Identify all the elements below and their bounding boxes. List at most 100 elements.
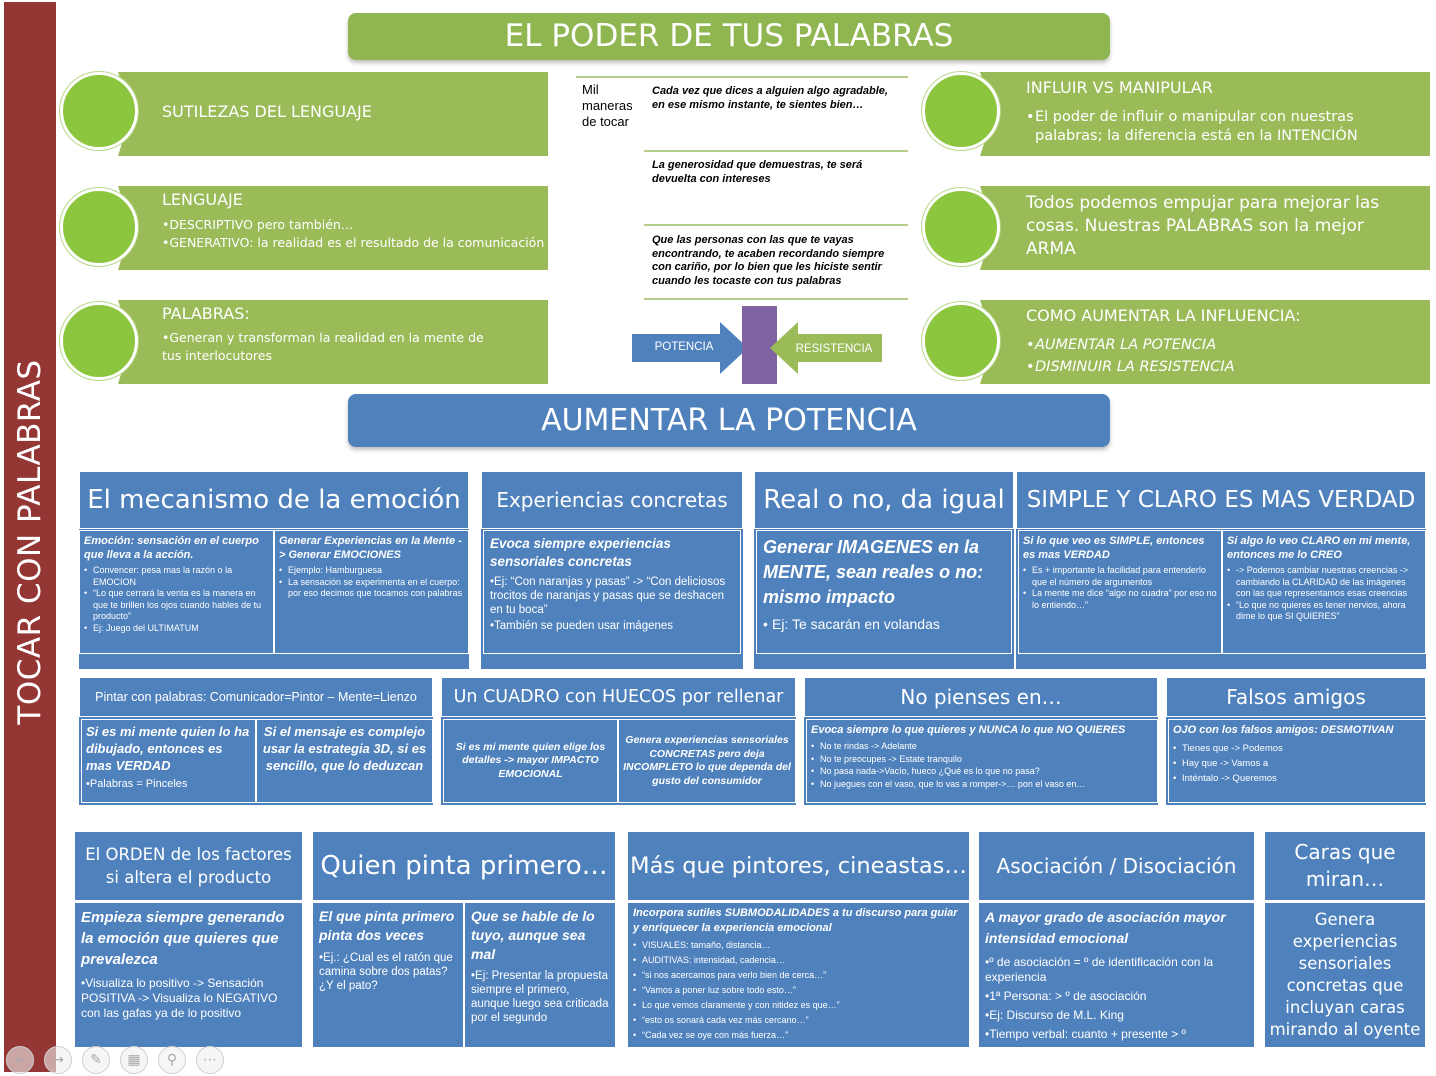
card-head: Evoca siempre experiencias sensoriales c… xyxy=(490,536,671,569)
left-item-bullet: •DESCRIPTIVO pero también… xyxy=(162,217,354,232)
resistencia-arrow xyxy=(770,322,882,374)
bullet-list: Tienes que -> Podemos Hay que -> Vamos a… xyxy=(1173,741,1421,786)
column-head: Emoción: sensación en el cuerpo que llev… xyxy=(84,535,259,561)
card-title: El mecanismo de la emoción xyxy=(79,471,469,529)
card-real: Real o no, da igual Generar IMAGENES en … xyxy=(754,471,1014,669)
card-orden-title: El ORDEN de los factores si altera el pr… xyxy=(74,831,303,901)
right-item-title: COMO AUMENTAR LA INFLUENCIA: xyxy=(1026,306,1301,325)
right-item-text: Todos podemos empujar para mejorar las c… xyxy=(1026,193,1380,259)
bullet: •1ª Persona: > º de asociación xyxy=(985,989,1147,1003)
bullet: Hay que -> Vamos a xyxy=(1173,756,1421,771)
bullet: “Lo que no quieres es tener nervios, aho… xyxy=(1227,600,1421,623)
card-body: Evoca siempre lo que quieres y NUNCA lo … xyxy=(806,719,1158,803)
quote-2: La generosidad que demuestras, te será d… xyxy=(652,159,863,185)
right-item-title: INFLUIR VS MANIPULAR xyxy=(1026,78,1213,97)
card-head: Generar IMAGENES en la MENTE, sean reale… xyxy=(763,537,984,607)
card-column: Si es mi mente quien lo ha dibujado, ent… xyxy=(81,719,256,803)
bullet: Lo que vemos claramente y con nitidez es… xyxy=(633,998,964,1013)
bullet: Ejemplo: Hamburguesa xyxy=(279,565,464,577)
card-column: Genera experiencias sensoriales CONCRETA… xyxy=(618,719,796,803)
right-item-bullet-text: DISMINUIR LA RESISTENCIA xyxy=(1026,358,1416,377)
quote-divider xyxy=(644,150,908,152)
force-diagram xyxy=(632,306,882,384)
column-text: Genera experiencias sensoriales CONCRETA… xyxy=(623,734,791,787)
bullet: No juegues con el vaso, que lo vas a rom… xyxy=(811,778,1153,791)
forward-icon[interactable]: → xyxy=(44,1046,72,1074)
card-head: A mayor grado de asociación mayor intens… xyxy=(985,909,1226,946)
column-text: Si es mi mente quien elige los detalles … xyxy=(455,740,606,780)
sidebar: TOCAR CON PALABRAS xyxy=(4,2,56,1072)
zoom-icon[interactable]: ⚲ xyxy=(158,1046,186,1074)
bullet: Ej: Juego del ULTIMATUM xyxy=(84,623,269,635)
bullet: No te preocupes -> Estate tranquilo xyxy=(811,753,1153,766)
card-title: Real o no, da igual xyxy=(754,471,1014,529)
right-item-influir: INFLUIR VS MANIPULAR El poder de influir… xyxy=(980,72,1430,156)
card-column: Generar Experiencias en la Mente -> Gene… xyxy=(274,530,469,654)
card-head: Incorpora sutiles SUBMODALIDADES a tu di… xyxy=(633,907,958,934)
card-title: El ORDEN de los factores si altera el pr… xyxy=(74,831,303,901)
potencia-arrow xyxy=(632,322,748,374)
card-quien-title: Quien pinta primero… xyxy=(312,831,616,901)
bullet: •Ej.: ¿Cual es el ratón que camina sobre… xyxy=(319,952,453,992)
left-circle-1 xyxy=(60,72,138,150)
card-falsos: Falsos amigos OJO con los falsos amigos:… xyxy=(1166,677,1426,805)
bullet: Inténtalo -> Queremos xyxy=(1173,771,1421,786)
slides-icon[interactable]: ▦ xyxy=(120,1046,148,1074)
card-mecanismo: El mecanismo de la emoción Emoción: sens… xyxy=(79,471,469,669)
bullet: •Visualiza lo positivo -> Sensación POSI… xyxy=(81,976,278,1020)
card-cuadro: Un CUADRO con HUECOS por rellenar Si es … xyxy=(441,677,796,805)
resistencia-label: RESISTENCIA xyxy=(795,343,873,355)
card-body: OJO con los falsos amigos: DESMOTIVAN Ti… xyxy=(1168,719,1426,803)
bullet: Convencer: pesa mas la razón o la EMOCIO… xyxy=(84,565,269,588)
right-item-como: COMO AUMENTAR LA INFLUENCIA: AUMENTAR LA… xyxy=(980,300,1430,384)
column-head: Si lo que veo es SIMPLE, entonces es mas… xyxy=(1023,535,1205,561)
card-title: Pintar con palabras: Comunicador=Pintor … xyxy=(79,677,433,717)
left-item-sutilezas: SUTILEZAS DEL LENGUAJE xyxy=(118,72,548,156)
right-circle-2 xyxy=(922,188,1000,266)
card-head: OJO con los falsos amigos: DESMOTIVAN xyxy=(1173,724,1394,736)
card-body: Generar IMAGENES en la MENTE, sean reale… xyxy=(756,530,1012,654)
right-item-empujar: Todos podemos empujar para mejorar las c… xyxy=(980,186,1430,270)
bullet-list: VISUALES: tamaño, distancia… AUDITIVAS: … xyxy=(633,938,964,1043)
bullet: No pasa nada->Vacío, hueco ¿Qué es lo qu… xyxy=(811,765,1153,778)
card-column: Que se hable de lo tuyo, aunque sea mal … xyxy=(464,902,616,1048)
bullet: •Palabras = Pinceles xyxy=(86,778,188,790)
card-column: Si es mi mente quien elige los detalles … xyxy=(443,719,618,803)
right-item-bullet-text: El poder de influir o manipular con nues… xyxy=(1026,108,1416,146)
bullet: No te rindas -> Adelante xyxy=(811,740,1153,753)
bullet: •Tiempo verbal: cuanto + presente > º xyxy=(985,1027,1186,1041)
bullet: AUDITIVAS: intensidad, cadencia… xyxy=(633,953,964,968)
card-title: Asociación / Disociación xyxy=(978,831,1255,901)
potencia-title: AUMENTAR LA POTENCIA xyxy=(348,394,1110,447)
left-item-lenguaje: LENGUAJE •DESCRIPTIVO pero también… •GEN… xyxy=(118,186,548,270)
card-head: Empieza siempre generando la emoción que… xyxy=(81,909,285,968)
right-item-bullet-text: AUMENTAR LA POTENCIA xyxy=(1026,336,1416,355)
bullet: La sensación se experimenta en el cuerpo… xyxy=(279,577,464,600)
bullet-list: Es + importante la facilidad para entend… xyxy=(1023,565,1217,611)
left-circle-3 xyxy=(60,302,138,380)
card-pintar: Pintar con palabras: Comunicador=Pintor … xyxy=(79,677,433,805)
bullet: -> Podemos cambiar nuestras creencias ->… xyxy=(1227,565,1421,600)
bullet: “Lo que cerrará la venta es la manera en… xyxy=(84,588,269,623)
bullet: •Ej: Presentar la propuesta siempre el p… xyxy=(471,970,609,1024)
bullet: La mente me dice “algo no cuadra” por es… xyxy=(1023,588,1217,611)
card-caras-body: Genera experiencias sensoriales concreta… xyxy=(1264,902,1426,1048)
right-circle-1 xyxy=(922,72,1000,150)
main-title: EL PODER DE TUS PALABRAS xyxy=(348,13,1110,60)
quote-divider xyxy=(576,76,908,78)
card-simple: SIMPLE Y CLARO ES MAS VERDAD Si lo que v… xyxy=(1016,471,1426,669)
back-icon[interactable]: ← xyxy=(6,1046,34,1074)
bullet: •Ej: “Con naranjas y pasas” -> “Con deli… xyxy=(490,576,726,616)
bullet-list: Convencer: pesa mas la razón o la EMOCIO… xyxy=(84,565,269,634)
bullet: •º de asociación = º de identificación c… xyxy=(985,955,1214,984)
more-icon[interactable]: ⋯ xyxy=(196,1046,224,1074)
column-head: Si es mi mente quien lo ha dibujado, ent… xyxy=(86,724,250,773)
bullet: “si nos acercamos para verlo bien de cer… xyxy=(633,968,964,983)
card-cineastas-body: Incorpora sutiles SUBMODALIDADES a tu di… xyxy=(627,902,970,1048)
sidebar-title: TOCAR CON PALABRAS xyxy=(12,359,48,725)
potencia-label: POTENCIA xyxy=(654,341,714,353)
right-item-bullet: El poder de influir o manipular con nues… xyxy=(1026,108,1416,146)
bullet-list: -> Podemos cambiar nuestras creencias ->… xyxy=(1227,565,1421,623)
left-item-title: SUTILEZAS DEL LENGUAJE xyxy=(162,102,372,121)
pen-icon[interactable]: ✎ xyxy=(82,1046,110,1074)
